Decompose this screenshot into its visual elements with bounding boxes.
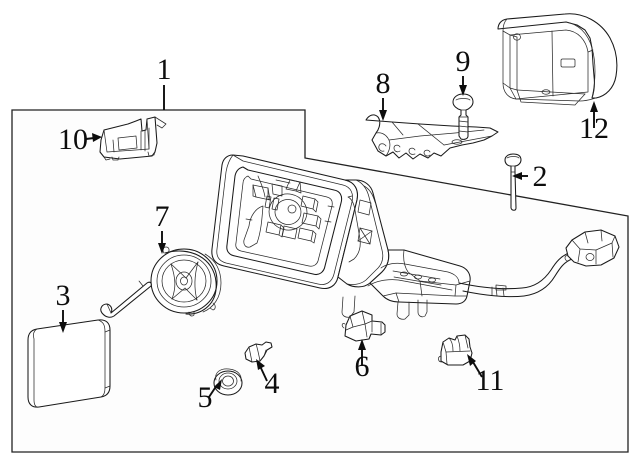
callout-number-5: 5 xyxy=(198,381,213,414)
mounting-bolt-part xyxy=(504,153,522,211)
callout-number-1: 1 xyxy=(157,53,172,86)
mirror-arm-and-harness xyxy=(341,229,620,320)
callout-number-12: 12 xyxy=(579,112,609,145)
mirror-base-bracket-part xyxy=(99,116,167,161)
callout-numbers: 1 2 3 4 5 6 7 8 9 10 11 12 xyxy=(56,45,610,414)
callout-number-10: 10 xyxy=(58,123,88,156)
callout-number-7: 7 xyxy=(155,200,170,233)
mirror-housing-main xyxy=(211,154,390,289)
retaining-clip-part xyxy=(244,341,273,363)
grommet-part xyxy=(213,368,243,396)
callout-number-8: 8 xyxy=(376,67,391,100)
callout-number-6: 6 xyxy=(355,350,370,383)
mirror-glass-part xyxy=(27,319,111,408)
callout-leaders xyxy=(59,76,598,398)
inner-trim-cover-part xyxy=(365,114,499,160)
callout-number-11: 11 xyxy=(476,364,505,397)
callout-number-4: 4 xyxy=(265,367,280,400)
callout-number-9: 9 xyxy=(456,45,471,78)
electrical-connector-b-part xyxy=(438,334,473,366)
mirror-cover-cap-part xyxy=(497,13,618,106)
callout-number-2: 2 xyxy=(533,160,548,193)
mirror-adjuster-bolt xyxy=(100,280,152,318)
tweeter-speaker-part xyxy=(150,246,222,317)
electrical-connector-a-part xyxy=(341,310,386,342)
callout-number-3: 3 xyxy=(56,279,71,312)
